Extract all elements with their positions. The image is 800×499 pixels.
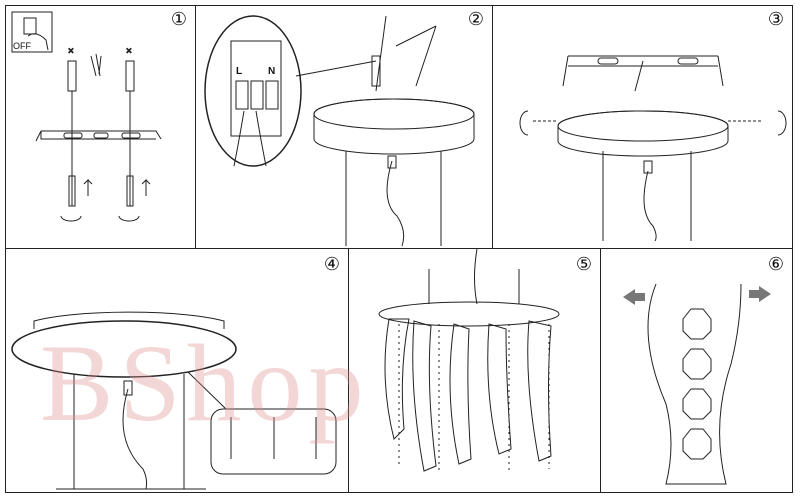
arrow-left-icon xyxy=(623,289,645,305)
light-switch-icon xyxy=(23,17,37,35)
step-number: ① xyxy=(170,9,187,30)
step-number: ② xyxy=(467,9,484,30)
step-number: ⑤ xyxy=(575,254,592,275)
rod-detail-callout xyxy=(210,408,337,475)
screw-right-icon xyxy=(777,110,787,136)
step-2-panel: ② L N xyxy=(195,5,493,249)
rod-length-adjust-drawing xyxy=(11,311,337,490)
svg-text:×: × xyxy=(68,46,74,57)
terminal-detail-callout xyxy=(204,15,302,167)
arrow-right-icon xyxy=(749,286,771,302)
wiring-drawing xyxy=(204,15,475,247)
canopy-fixing-drawing xyxy=(519,55,787,242)
step-6-panel: ⑥ xyxy=(600,248,793,493)
step-number: ③ xyxy=(767,9,784,30)
svg-text:×: × xyxy=(126,46,132,57)
step-3-panel: ③ xyxy=(492,5,793,249)
live-terminal-label: L xyxy=(236,66,243,77)
crystal-strand-drawing xyxy=(623,283,771,485)
off-label: OFF xyxy=(13,41,31,51)
mounting-bracket-drawing: × × xyxy=(11,11,162,222)
step-5-panel: ⑤ xyxy=(348,248,601,493)
step-number: ④ xyxy=(323,254,340,275)
step-number: ⑥ xyxy=(767,254,784,275)
step-4-panel: ④ xyxy=(5,248,349,493)
crystal-hanging-drawing xyxy=(378,249,560,474)
neutral-terminal-label: N xyxy=(268,66,276,77)
step-1-panel: ① × × OFF xyxy=(5,5,196,249)
screw-left-icon xyxy=(519,110,529,136)
